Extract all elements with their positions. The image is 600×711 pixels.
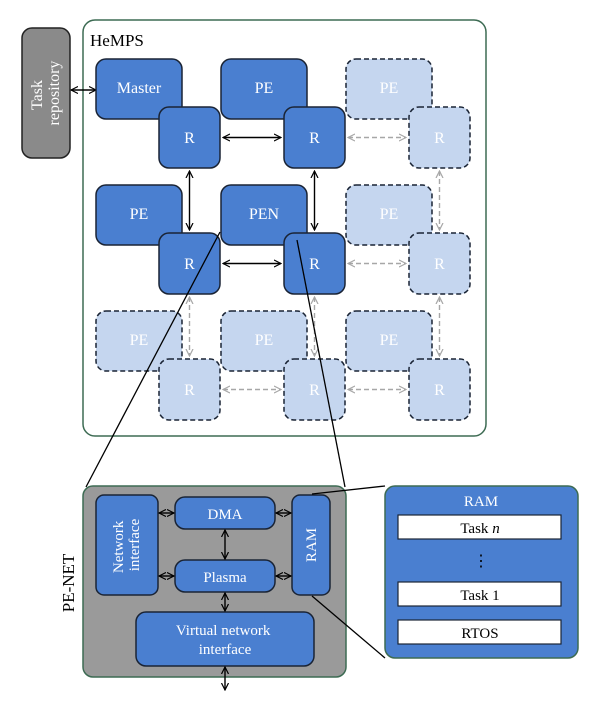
router-label: R	[184, 256, 195, 273]
pe-box	[95, 184, 183, 246]
pe-box	[95, 310, 183, 372]
router-label: R	[184, 130, 195, 147]
pe-box	[345, 310, 433, 372]
dma-label: DMA	[207, 507, 242, 523]
task-n-label: Task n	[460, 521, 499, 537]
router-label: R	[309, 382, 320, 399]
pe-label: PE	[380, 206, 399, 223]
router-label: R	[434, 130, 445, 147]
pe-label: PE	[255, 332, 274, 349]
router-label: R	[184, 382, 195, 399]
pe-box	[345, 184, 433, 246]
ram-zoom-line-bottom	[311, 595, 386, 659]
tile-8: PE R	[220, 310, 346, 421]
pe-box	[220, 310, 308, 372]
pe-label: PE	[380, 80, 399, 97]
router-box	[408, 106, 471, 169]
hemps-label: HeMPS	[90, 31, 144, 50]
task-repository-label: Task repository	[29, 61, 63, 126]
router-box	[408, 232, 471, 295]
ram-label: RAM	[304, 528, 320, 562]
router-box	[158, 106, 221, 169]
router-label: R	[434, 382, 445, 399]
pe-box	[220, 184, 308, 246]
router-box	[283, 358, 346, 421]
task-1-label: Task 1	[460, 588, 499, 604]
router-box	[408, 358, 471, 421]
task-1-slot	[397, 581, 562, 607]
virtual-network-interface-label: Virtual network interface	[176, 623, 274, 658]
router-label: R	[309, 256, 320, 273]
tile-2: PE R	[220, 58, 346, 169]
router-label: R	[434, 256, 445, 273]
tile-6: PE R	[345, 184, 471, 295]
plasma-label: Plasma	[203, 570, 247, 586]
pe-label: PEN	[249, 206, 280, 223]
pe-label: PE	[130, 206, 149, 223]
ram-detail-dots: ⋮	[473, 553, 489, 570]
rtos-slot	[397, 619, 562, 645]
pe-box	[95, 58, 183, 120]
tile-9: PE R	[345, 310, 471, 421]
ram-zoom-line-top	[311, 485, 386, 495]
tile-7: PE R	[95, 310, 221, 421]
network-interface-label: Network interface	[111, 517, 143, 573]
router-box	[158, 232, 221, 295]
task-n-slot	[397, 514, 562, 540]
router-links	[190, 138, 440, 390]
zoom-line-left	[85, 231, 221, 488]
tile-3: PE R	[345, 58, 471, 169]
pe-label: Master	[117, 80, 162, 97]
pe-label: PE	[255, 80, 274, 97]
tile-4: PE R	[95, 184, 221, 295]
network-interface-box	[95, 494, 159, 596]
zoom-line-right	[296, 239, 346, 488]
router-label: R	[309, 130, 320, 147]
ram-detail-title: RAM	[464, 494, 498, 510]
router-box	[283, 106, 346, 169]
router-box	[158, 358, 221, 421]
rtos-label: RTOS	[461, 626, 498, 642]
penet-label: PE-NET	[59, 553, 78, 612]
pe-box	[345, 58, 433, 120]
pe-label: PE	[380, 332, 399, 349]
pe-box	[220, 58, 308, 120]
pe-label: PE	[130, 332, 149, 349]
ram-box	[291, 494, 331, 596]
